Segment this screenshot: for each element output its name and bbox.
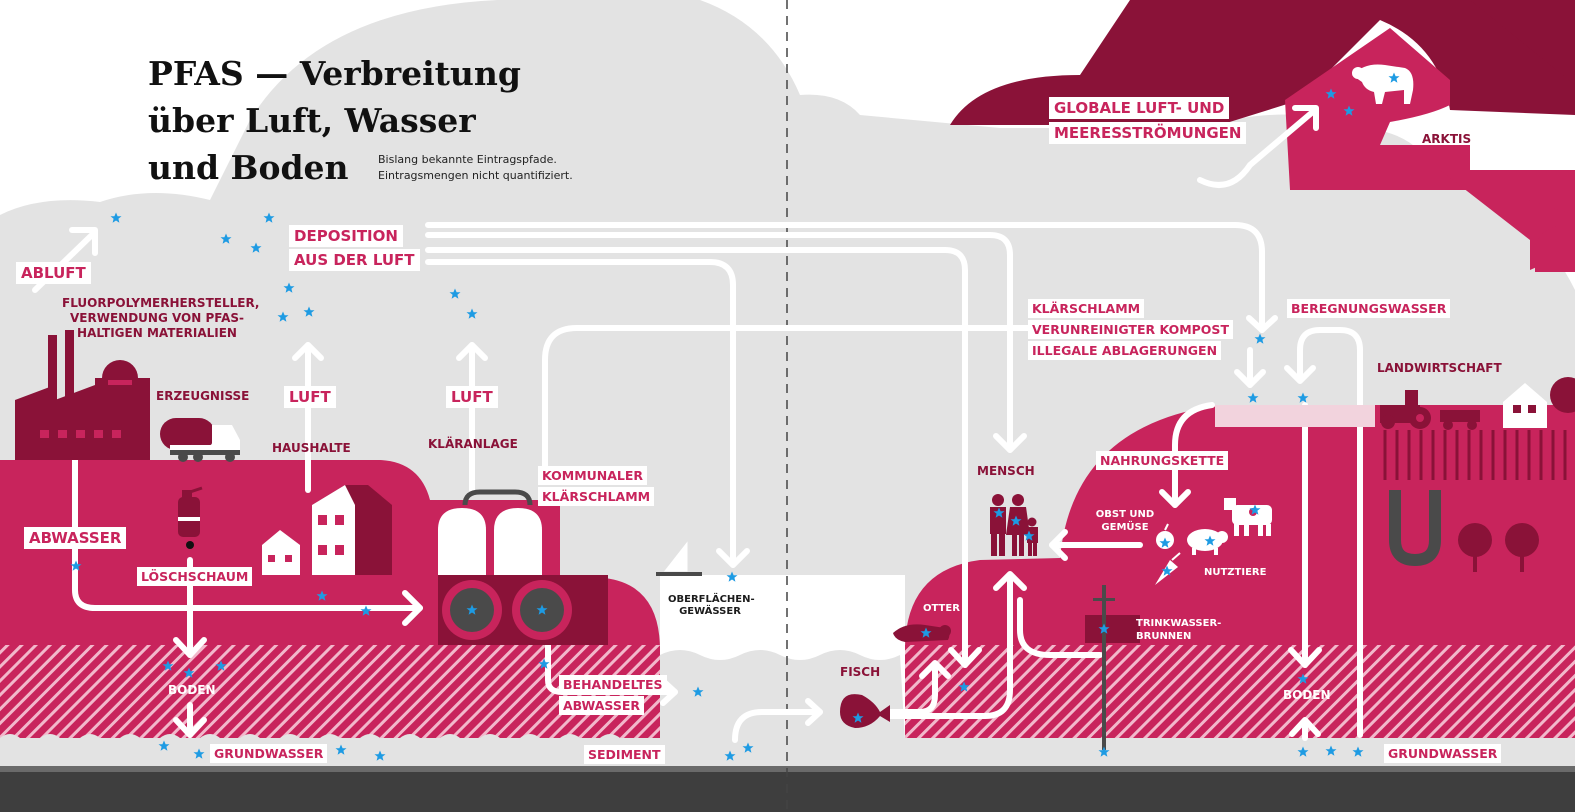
label-line: OBST UND: [1095, 509, 1155, 520]
label-kommunaler-2: KLÄRSCHLAMM: [538, 487, 655, 506]
crop-rows: [1383, 430, 1567, 480]
pipe-icon: [1389, 490, 1441, 567]
subtitle-line: Bislang bekannte Eintragspfade.: [378, 153, 557, 166]
label-fluorpolymer: FLUORPOLYMERHERSTELLER, VERWENDUNG VON P…: [62, 296, 260, 341]
label-abluft: ABLUFT: [16, 262, 91, 284]
label-line: GEMÜSE: [1101, 522, 1149, 533]
label-luft-2: LUFT: [446, 386, 498, 408]
page-title: PFAS — Verbreitung über Luft, Wasser und…: [148, 50, 528, 191]
tractor-icon: [1380, 390, 1480, 430]
label-nahrungskette: NAHRUNGSKETTE: [1096, 451, 1229, 470]
label-luft-1: LUFT: [284, 386, 336, 408]
label-boden-right: BODEN: [1283, 688, 1331, 702]
field-stripes: [1215, 405, 1375, 427]
subtitle-line: Eintragsmengen nicht quantifiziert.: [378, 169, 573, 182]
otter-icon: [893, 624, 951, 642]
label-obst-gemuese: OBST UND GEMÜSE: [1092, 508, 1158, 534]
label-kompost: VERUNREINIGTER KOMPOST: [1028, 320, 1233, 339]
title-line: und Boden: [148, 148, 349, 187]
well-icon: [1085, 585, 1140, 750]
polar-bear-icon: [1352, 64, 1414, 104]
label-sediment: SEDIMENT: [584, 745, 665, 764]
label-kommunaler-1: KOMMUNALER: [538, 466, 648, 485]
label-nutztiere: NUTZTIERE: [1204, 567, 1267, 578]
fish-icon: [840, 694, 890, 728]
label-line: BRUNNEN: [1136, 631, 1192, 642]
label-fisch: FISCH: [840, 665, 881, 679]
tree-icon: [1458, 523, 1539, 572]
label-grundwasser-right: GRUNDWASSER: [1384, 744, 1502, 763]
label-mensch: MENSCH: [977, 464, 1035, 478]
sailboat-icon: [656, 538, 702, 576]
label-erzeugnisse: ERZEUGNISSE: [156, 389, 250, 403]
fire-extinguisher-icon: [178, 486, 203, 549]
label-deposition-2: AUS DER LUFT: [289, 249, 420, 271]
label-grundwasser-left: GRUNDWASSER: [210, 744, 328, 763]
label-behandeltes-2: ABWASSER: [559, 696, 645, 715]
title-line: über Luft, Wasser: [148, 101, 476, 140]
title-line: PFAS — Verbreitung: [148, 54, 521, 93]
label-arktis: ARKTIS: [1422, 132, 1472, 146]
label-abwasser: ABWASSER: [24, 527, 127, 549]
farmhouse-icon: [1503, 377, 1575, 428]
label-line: HALTIGEN MATERIALIEN: [77, 326, 237, 340]
label-landwirtschaft: LANDWIRTSCHAFT: [1377, 361, 1502, 375]
house-icon: [262, 485, 392, 575]
label-boden-left: BODEN: [168, 683, 216, 697]
flow-arrows: [32, 105, 1363, 743]
label-beregnungswasser: BEREGNUNGSWASSER: [1287, 299, 1451, 318]
label-oberflaechengewaesser: OBERFLÄCHEN- GEWÄSSER: [668, 594, 755, 618]
label-deposition-1: DEPOSITION: [289, 225, 403, 247]
label-line: FLUORPOLYMERHERSTELLER,: [62, 296, 260, 310]
label-haushalte: HAUSHALTE: [272, 441, 351, 455]
label-globale-1: GLOBALE LUFT- UND: [1049, 97, 1230, 119]
subtitle: Bislang bekannte Eintragspfade. Eintrags…: [378, 152, 573, 184]
label-line: OBERFLÄCHEN-: [668, 594, 755, 605]
label-loeschschaum: LÖSCHSCHAUM: [137, 567, 253, 586]
label-behandeltes-1: BEHANDELTES: [559, 675, 667, 694]
label-trinkwasserbrunnen: TRINKWASSER- BRUNNEN: [1136, 617, 1221, 643]
label-globale-2: MEERESSTRÖMUNGEN: [1049, 122, 1247, 144]
label-klaeranlage: KLÄRANLAGE: [428, 437, 518, 451]
arctic-region: [950, 0, 1575, 272]
label-line: GEWÄSSER: [679, 606, 741, 617]
label-ablagerungen: ILLEGALE ABLAGERUNGEN: [1028, 341, 1222, 360]
family-icon: [990, 494, 1038, 556]
label-klaerschlamm: KLÄRSCHLAMM: [1028, 299, 1145, 318]
label-line: VERWENDUNG VON PFAS-: [70, 311, 244, 325]
label-line: TRINKWASSER-: [1136, 618, 1222, 629]
label-otter: OTTER: [923, 603, 960, 614]
factory-icon: [15, 330, 150, 460]
tanker-truck-icon: [160, 418, 240, 462]
pig-icon: [1187, 529, 1228, 555]
